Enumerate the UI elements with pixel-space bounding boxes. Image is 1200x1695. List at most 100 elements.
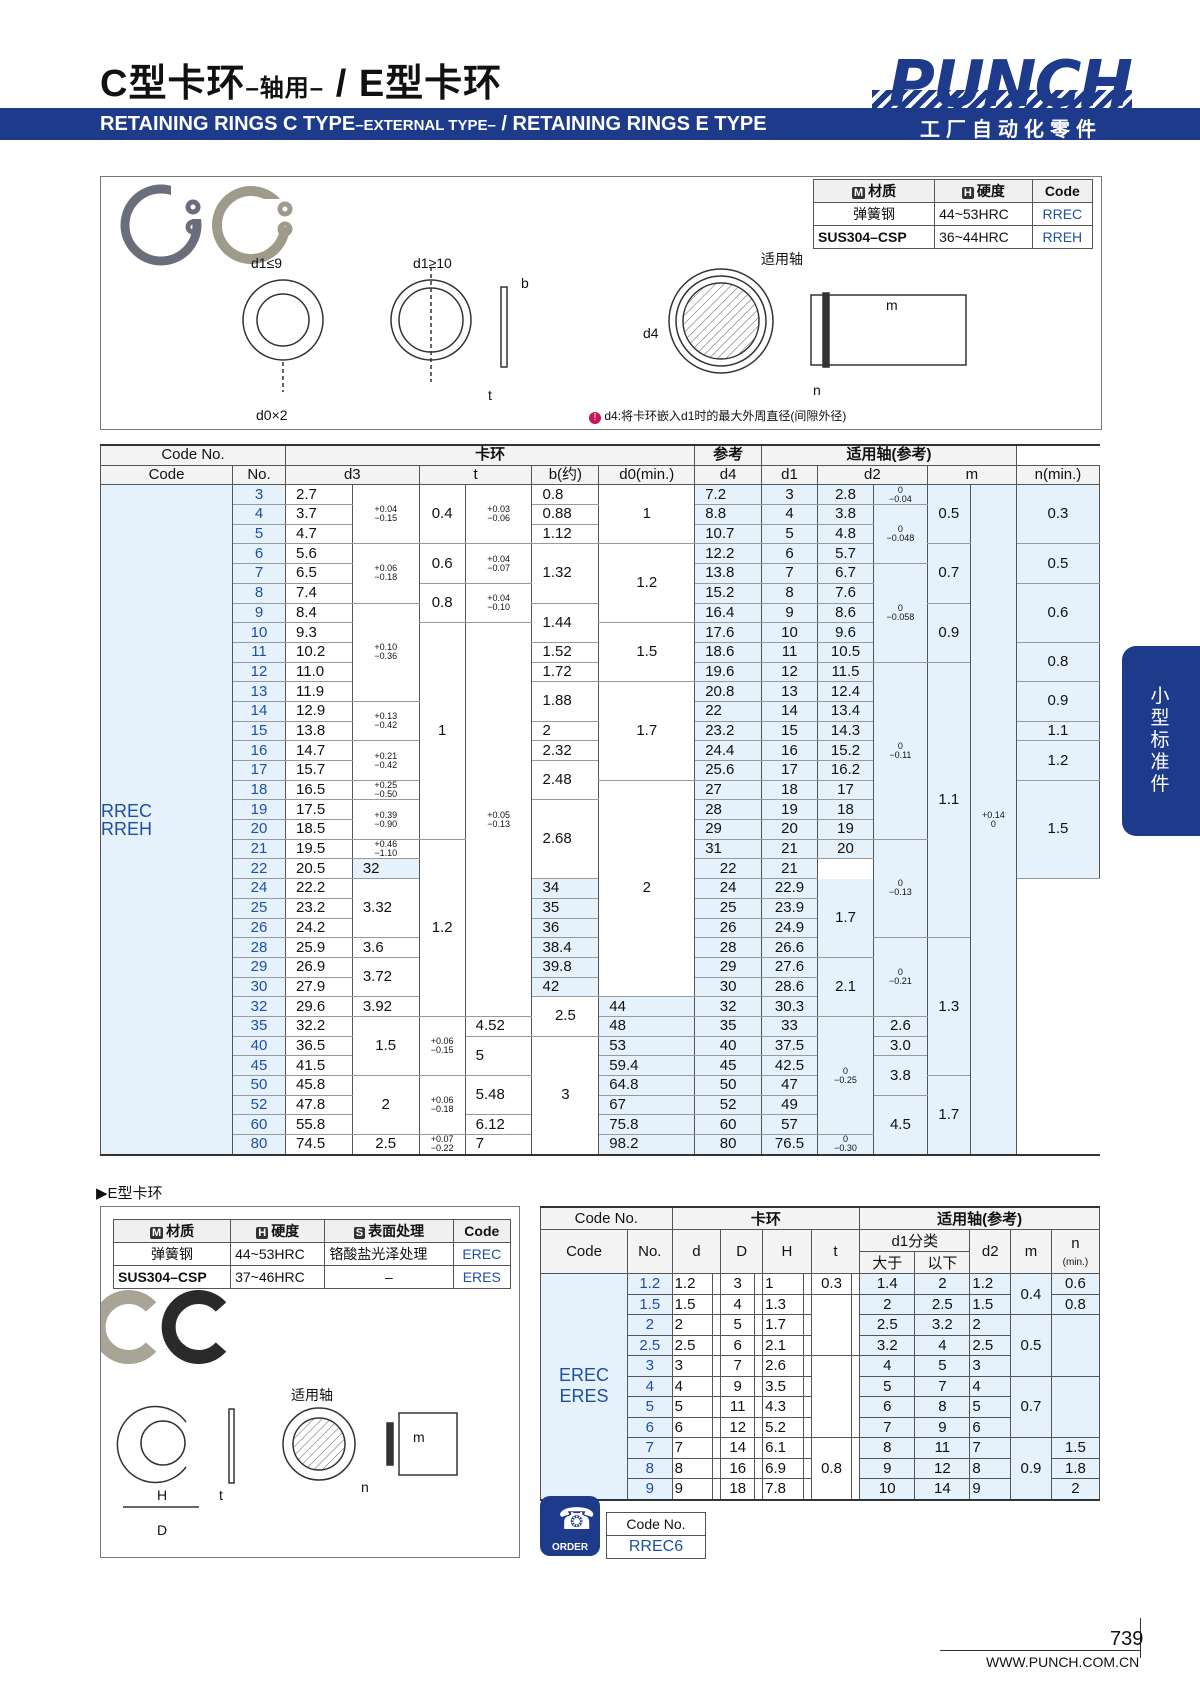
no-cell: 5 [232,524,286,545]
d4-cell: 8.8 [694,504,763,525]
d-tolerance [712,1457,722,1479]
t-cell: 1 [418,622,466,840]
b-cell: 3.6 [351,937,420,958]
t-tolerance: +0.07−0.22 [418,1134,466,1156]
d-tolerance [712,1478,722,1500]
d2-cell: 16.2 [817,760,874,781]
d0-cell: 1.7 [598,681,696,781]
d3-cell: 2.7 [285,484,353,506]
d2-cell: 5 [969,1396,1012,1418]
d0-cell: 1.5 [598,622,696,683]
d3-cell: 47.8 [285,1095,353,1116]
H-tolerance [802,1375,812,1397]
d0-cell: 2 [598,780,696,998]
no-cell: 24 [232,878,286,899]
d-tolerance [712,1396,722,1418]
no-cell: 3 [232,484,286,506]
b-cell: 0.88 [531,504,600,525]
code-label: RREH [101,818,153,839]
d1-cell: 25 [694,898,763,919]
d1-cell: 32 [694,996,763,1017]
no-cell: 6 [627,1416,673,1438]
label-e-n: n [361,1479,369,1495]
D-cell: 9 [720,1375,756,1397]
d4-cell: 67 [598,1095,696,1116]
d2-cell: 22.9 [761,878,818,899]
d3-cell: 17.5 [285,799,353,821]
d2-cell: 4 [969,1375,1012,1397]
d1-cell: 12 [761,662,818,683]
b-cell: 2 [531,721,600,742]
no-cell: 4 [627,1375,673,1397]
d2-cell: 3.8 [817,504,874,525]
no-cell: 18 [232,780,286,801]
b-cell: 1.52 [531,642,600,663]
t-cell: 0.4 [418,484,466,545]
d4-cell: 27 [694,780,763,801]
c-ring-drawings [120,184,967,392]
d1-above-cell: 4 [859,1355,916,1377]
d3-cell: 19.5 [285,839,353,860]
d2-tolerance: 0−0.25 [817,1016,874,1136]
d3-cell: 12.9 [285,701,353,722]
no-cell: 30 [232,977,286,998]
d3-tolerance: +0.10−0.36 [351,603,420,702]
label-D: D [157,1522,168,1538]
d2-tolerance: 0−0.13 [872,839,928,939]
brand-tagline: 工厂自动化零件 [920,119,1102,141]
H-tolerance [802,1293,812,1315]
d1-cell: 22 [694,858,763,880]
m-cell: 0.5 [926,484,971,545]
d4-cell: 59.4 [598,1055,696,1076]
d4-cell: 25.6 [694,760,763,781]
c-ring-figure-panel: d1≤9 d1≥10 d0×2 t b d4 适用轴 m n ! d4:将卡环嵌… [100,176,1102,430]
d-tolerance [712,1293,722,1315]
d4-cell: 34 [531,878,600,899]
category-side-tab[interactable]: 小型标准件 [1122,646,1200,836]
d4-cell: 13.8 [694,563,763,584]
order-example-table: Code No. RREC6 [606,1512,706,1559]
no-cell: 1.5 [627,1293,673,1315]
d0-cell: 1 [598,484,696,545]
d3-cell: 3.7 [285,504,353,525]
n-cell: 1.7 [817,878,874,958]
b-cell: 3.32 [351,878,420,939]
d2-cell: 2.5 [969,1334,1012,1356]
d1-above-cell: 9 [859,1457,916,1479]
label-e-t: t [219,1487,223,1503]
m-cell: 0.7 [1010,1375,1052,1438]
d1-below-cell: 2.5 [914,1293,971,1315]
no-cell: 7 [232,563,286,584]
d1-cell: 8 [761,583,818,604]
d1-cell: 6 [761,543,818,565]
e-ring-shaft-front [282,1407,356,1481]
no-cell: 25 [232,898,286,919]
label-n: n [813,382,821,398]
d1-above-cell: 6 [859,1396,916,1418]
t-cell [810,1355,853,1438]
D-cell: 7 [720,1355,756,1377]
d1-cell: 3 [761,484,818,506]
d3-cell: 10.2 [285,642,353,663]
d3-cell: 32.2 [285,1016,353,1037]
t-tolerance: +0.05−0.13 [464,622,533,1017]
H-tolerance [802,1314,812,1336]
d3-cell: 14.7 [285,740,353,761]
footer-url[interactable]: WWW.PUNCH.COM.CN [986,1654,1140,1670]
d3-tolerance: +0.21−0.42 [351,740,420,781]
D-cell: 12 [720,1416,756,1438]
e-ring-section-title: ▶E型卡环 [96,1185,163,1202]
b-cell: 1.72 [531,662,600,683]
no-cell: 45 [232,1055,286,1076]
d1-above-cell: 8 [859,1437,916,1459]
